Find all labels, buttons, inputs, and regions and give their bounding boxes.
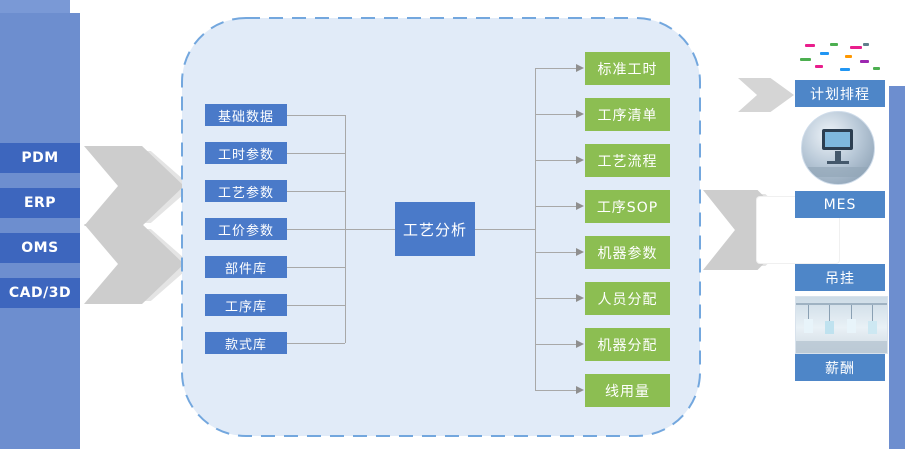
arrowhead-icon: [576, 202, 584, 210]
system-box-erp: ERP: [0, 188, 80, 218]
right-box-hanging-system: 吊挂: [795, 264, 885, 291]
center-box-process-analysis: 工艺分析: [395, 202, 475, 256]
flow-arrow-right-small: [738, 78, 794, 112]
photo-detail: [835, 151, 841, 161]
right-systems-strip: [889, 86, 905, 449]
output-box-standard-hours: 标准工时: [585, 52, 670, 85]
top-left-accent-bar: [0, 0, 70, 13]
connector-line: [287, 343, 345, 344]
connector-line: [287, 153, 345, 154]
output-box-operation-sop: 工序SOP: [585, 190, 670, 223]
connector-line: [535, 252, 577, 253]
input-box-basic-data: 基础数据: [205, 104, 287, 126]
connector-line: [287, 115, 345, 116]
photo-detail: [847, 319, 856, 333]
left-systems-panel: [0, 13, 80, 449]
input-box-work-hour-params: 工时参数: [205, 142, 287, 164]
arrowhead-icon: [576, 340, 584, 348]
connector-line: [535, 298, 577, 299]
machine-monitor-photo: [801, 111, 875, 185]
arrowhead-icon: [576, 64, 584, 72]
output-box-machine-params: 机器参数: [585, 236, 670, 269]
right-box-planning-scheduling: 计划排程: [795, 80, 885, 107]
connector-line: [535, 206, 577, 207]
system-box-cad3d: CAD/3D: [0, 278, 80, 308]
photo-detail: [825, 321, 834, 334]
connector-line: [287, 267, 345, 268]
flow-arrow-right: [84, 146, 184, 226]
photo-detail: [872, 305, 873, 332]
right-box-payroll: 薪酬: [795, 354, 885, 381]
photo-detail: [796, 303, 887, 305]
photo-detail: [804, 319, 813, 333]
input-box-operation-library: 工序库: [205, 294, 287, 316]
connector-line: [287, 191, 345, 192]
connector-line: [287, 229, 345, 230]
photo-detail: [851, 305, 852, 330]
arrowhead-icon: [576, 386, 584, 394]
connector-line: [535, 68, 536, 390]
photo-detail: [796, 341, 887, 353]
input-box-process-params: 工艺参数: [205, 180, 287, 202]
photo-detail: [825, 132, 850, 147]
schedule-gantt-thumbnail: [793, 40, 890, 78]
output-box-machine-allocation: 机器分配: [585, 328, 670, 361]
input-box-style-library: 款式库: [205, 332, 287, 354]
input-box-labor-price-params: 工价参数: [205, 218, 287, 240]
photo-detail: [829, 305, 830, 333]
system-box-oms: OMS: [0, 233, 80, 263]
connector-line: [535, 160, 577, 161]
right-box-mes: MES: [795, 191, 885, 218]
connector-line: [535, 390, 577, 391]
connector-line: [475, 229, 535, 230]
output-box-personnel-allocation: 人员分配: [585, 282, 670, 315]
connector-line: [345, 229, 395, 230]
flow-arrow-right: [84, 224, 184, 304]
arrowhead-icon: [576, 294, 584, 302]
photo-detail: [807, 167, 869, 177]
output-box-process-flow: 工艺流程: [585, 144, 670, 177]
arrowhead-icon: [576, 110, 584, 118]
output-box-thread-usage: 线用量: [585, 374, 670, 407]
input-box-component-library: 部件库: [205, 256, 287, 278]
connector-line: [535, 68, 577, 69]
connector-line: [287, 305, 345, 306]
connector-line: [535, 114, 577, 115]
connector-line: [535, 344, 577, 345]
photo-detail: [868, 321, 877, 334]
arrowhead-icon: [576, 248, 584, 256]
photo-detail: [827, 161, 849, 164]
system-box-pdm: PDM: [0, 143, 80, 173]
hanging-system-photo: [795, 296, 888, 354]
photo-detail: [808, 305, 809, 331]
arrowhead-icon: [576, 156, 584, 164]
output-box-operation-list: 工序清单: [585, 98, 670, 131]
